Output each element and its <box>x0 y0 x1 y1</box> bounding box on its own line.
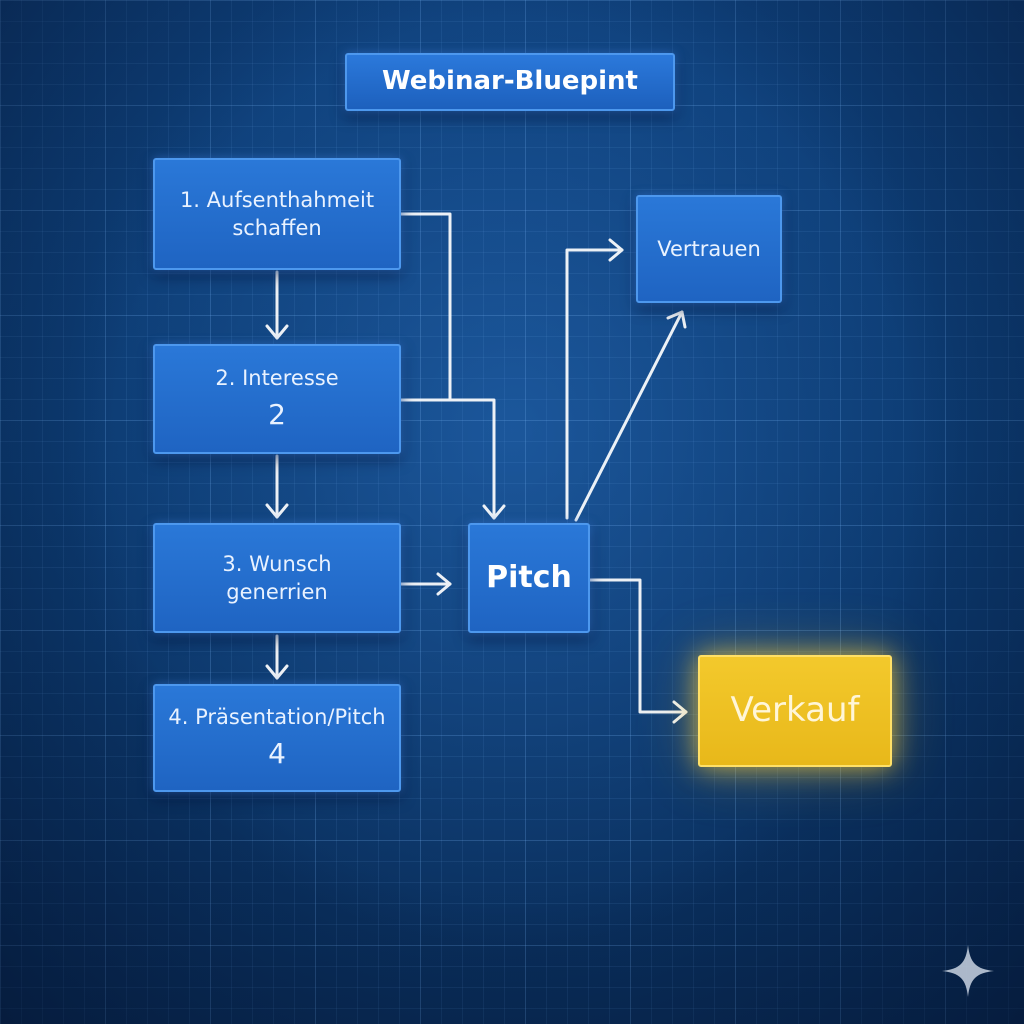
step-3-box: 3. Wunsch generrien <box>153 523 401 633</box>
arrowhead-step3-to-pitch <box>436 572 452 596</box>
pitch-box: Pitch <box>468 523 590 633</box>
step-4-label: 4. Präsentation/Pitch <box>168 704 386 729</box>
arrowhead-pitch-to-trust-elbow <box>608 238 624 262</box>
trust-label: Vertrauen <box>657 236 761 261</box>
arrow-pitch-to-trust-elbow <box>565 248 624 520</box>
step-4-box: 4. Präsentation/Pitch 4 <box>153 684 401 792</box>
arrowhead-step3-to-step4 <box>265 664 289 680</box>
arrowhead-pitch-to-trust-diagonal <box>666 310 687 329</box>
step-3-label: 3. Wunsch generrien <box>222 551 332 604</box>
step-2-number: 2 <box>268 398 286 432</box>
pitch-label: Pitch <box>486 559 572 595</box>
step-1-box: 1. Aufsenthahmeit schaffen <box>153 158 401 270</box>
step-2-box: 2. Interesse 2 <box>153 344 401 454</box>
arrowhead-pitch-to-sale <box>672 700 688 724</box>
sale-label: Verkauf <box>730 690 860 731</box>
diagram-title-text: Webinar-Bluepint <box>382 66 638 97</box>
diagram-title: Webinar-Bluepint <box>345 53 675 111</box>
trust-box: Vertrauen <box>636 195 782 303</box>
step-1-label: 1. Aufsenthahmeit schaffen <box>179 187 375 240</box>
arrowhead-step1-to-step2 <box>265 324 289 340</box>
arrow-pitch-to-trust-diagonal <box>574 310 684 522</box>
sparkle-icon <box>942 945 994 997</box>
sale-box: Verkauf <box>698 655 892 767</box>
line-step1-to-pitch <box>386 212 452 402</box>
arrowhead-step2-to-pitch <box>482 504 506 520</box>
step-4-number: 4 <box>268 737 286 771</box>
arrow-pitch-to-sale <box>576 578 688 714</box>
step-2-label: 2. Interesse <box>215 365 339 390</box>
arrow-step2-to-pitch <box>386 398 496 520</box>
arrowhead-step2-to-step3 <box>265 503 289 519</box>
